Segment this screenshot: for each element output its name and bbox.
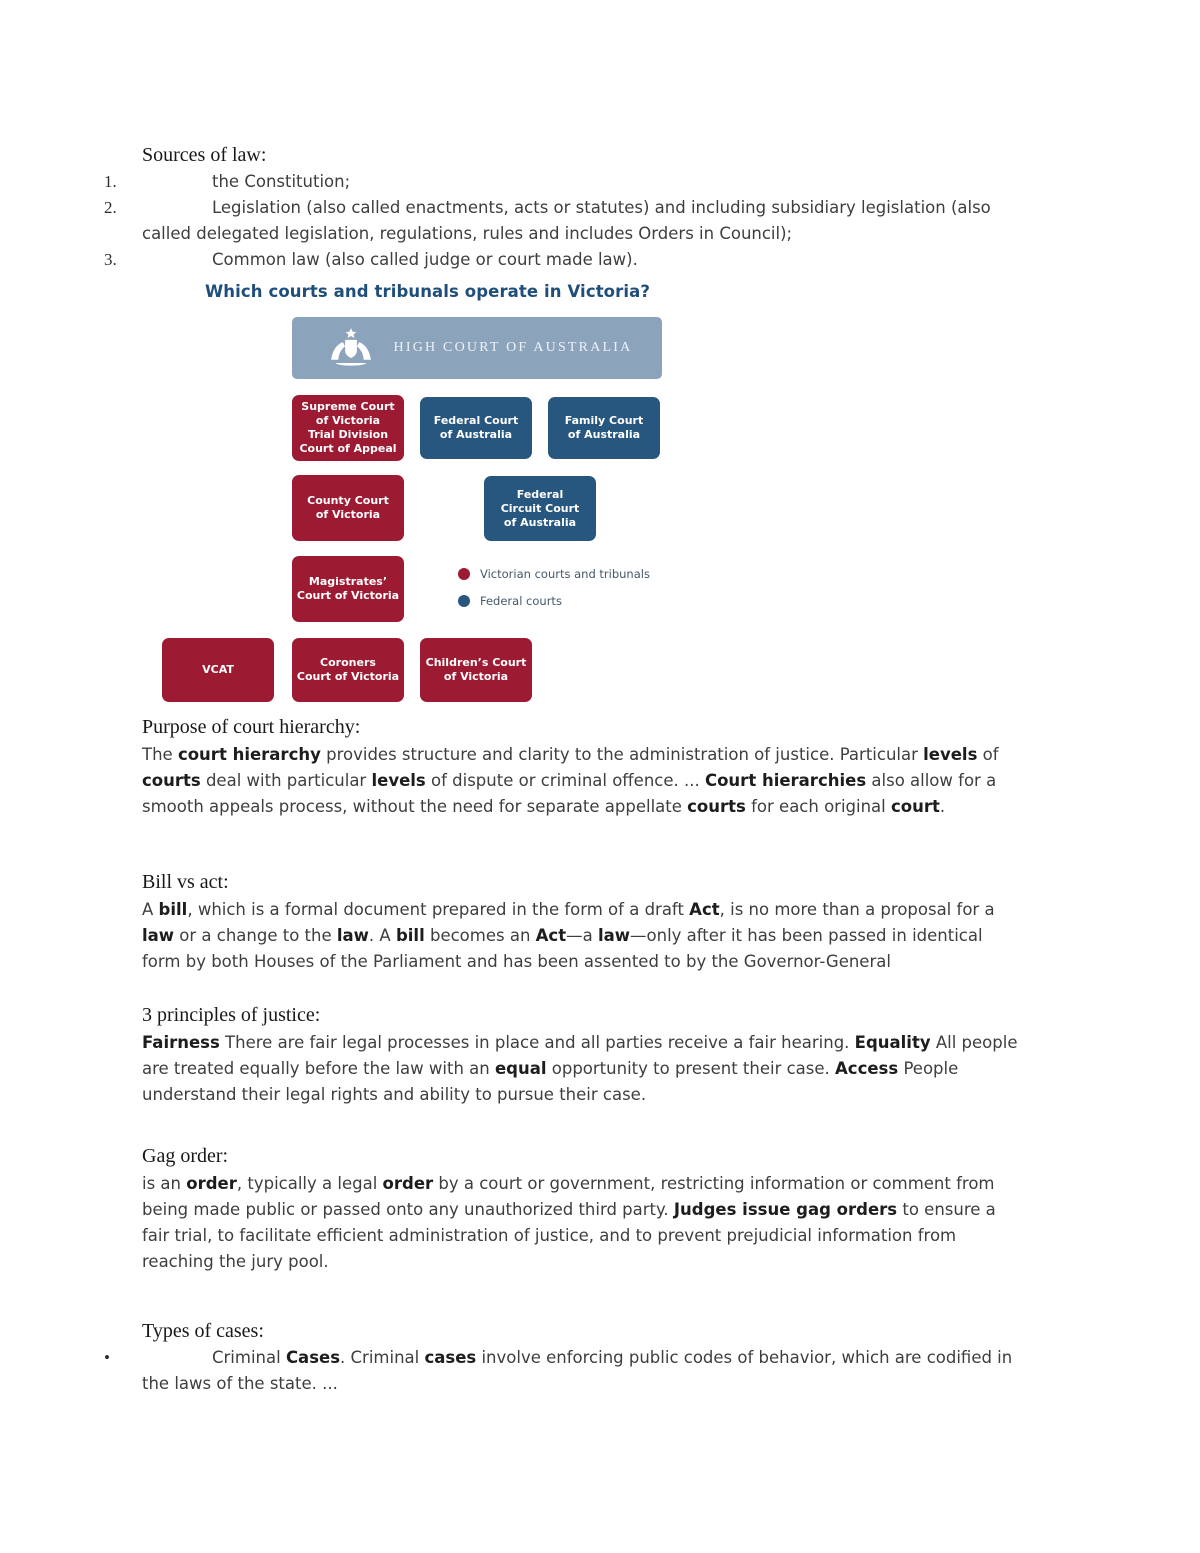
heading-gag-order: Gag order: [142,1145,229,1167]
list-marker: 1. [104,172,117,191]
list-item-text: Common law (also called judge or court m… [212,250,638,269]
australian-coat-of-arms-icon [330,328,371,366]
box-federal-circuit-court: Federal Circuit Court of Australia [484,476,596,541]
gag-paragraph: is an order, typically a legal order by … [142,1174,996,1271]
legend-row-federal: Federal courts [458,593,650,609]
victorian-legend-dot-icon [458,568,470,580]
list-item-text: Legislation (also called enactments, act… [142,198,991,243]
legend-label: Victorian courts and tribunals [480,567,650,581]
legend-row-victorian: Victorian courts and tribunals [458,566,650,582]
high-court-label: HIGH COURT OF AUSTRALIA [393,340,633,355]
box-supreme-court: Supreme Court of Victoria Trial Division… [292,395,404,461]
heading-principles: 3 principles of justice: [142,1004,321,1026]
legend-label: Federal courts [480,594,562,608]
types-list: • Criminal Cases. Criminal cases involve… [104,1345,1200,1397]
document-content: Sources of law: 1. the Constitution; 2. … [0,143,1200,1397]
diagram-title: Which courts and tribunals operate in Vi… [205,282,651,301]
box-magistrates-court: Magistrates’ Court of Victoria [292,556,404,622]
section-principles-of-justice: 3 principles of justice: Fairness There … [142,1003,1200,1108]
list-marker: 2. [104,198,117,217]
list-item: 3. Common law (also called judge or cour… [104,247,1026,273]
box-vcat: VCAT [162,638,274,702]
heading-purpose: Purpose of court hierarchy: [142,716,361,738]
list-item: 2. Legislation (also called enactments, … [104,195,1026,247]
list-marker: 3. [104,250,117,269]
box-county-court: County Court of Victoria [292,475,404,541]
section-gag-order: Gag order: is an order, typically a lega… [142,1144,1200,1275]
heading-types-of-cases: Types of cases: [142,1320,264,1342]
principles-paragraph: Fairness There are fair legal processes … [142,1033,1018,1104]
box-coroners-court: Coroners Court of Victoria [292,638,404,702]
bill-paragraph: A bill, which is a formal document prepa… [142,900,995,971]
list-item: 1. the Constitution; [104,169,1026,195]
federal-legend-dot-icon [458,595,470,607]
list-item: • Criminal Cases. Criminal cases involve… [104,1345,1026,1397]
sources-list: 1. the Constitution; 2. Legislation (als… [104,169,1200,273]
list-item-text: the Constitution; [212,172,351,191]
list-item-text: Criminal Cases. Criminal cases involve e… [142,1348,1013,1393]
box-family-court: Family Court of Australia [548,397,660,459]
court-hierarchy-diagram: Which courts and tribunals operate in Vi… [0,277,1200,709]
box-childrens-court: Children’s Court of Victoria [420,638,532,702]
diagram-legend: Victorian courts and tribunals Federal c… [458,566,650,620]
section-types-of-cases: Types of cases: • Criminal Cases. Crimin… [104,1319,1200,1397]
purpose-paragraph: The court hierarchy provides structure a… [142,745,999,816]
section-sources-of-law: Sources of law: 1. the Constitution; 2. … [104,143,1200,273]
bullet-marker: • [104,1348,110,1367]
box-federal-court: Federal Court of Australia [420,397,532,459]
heading-sources-of-law: Sources of law: [142,144,267,166]
section-purpose-of-court-hierarchy: Purpose of court hierarchy: The court hi… [142,715,1200,820]
heading-bill-vs-act: Bill vs act: [142,871,229,893]
section-bill-vs-act: Bill vs act: A bill, which is a formal d… [142,870,1200,975]
box-high-court-of-australia: HIGH COURT OF AUSTRALIA [292,317,662,379]
